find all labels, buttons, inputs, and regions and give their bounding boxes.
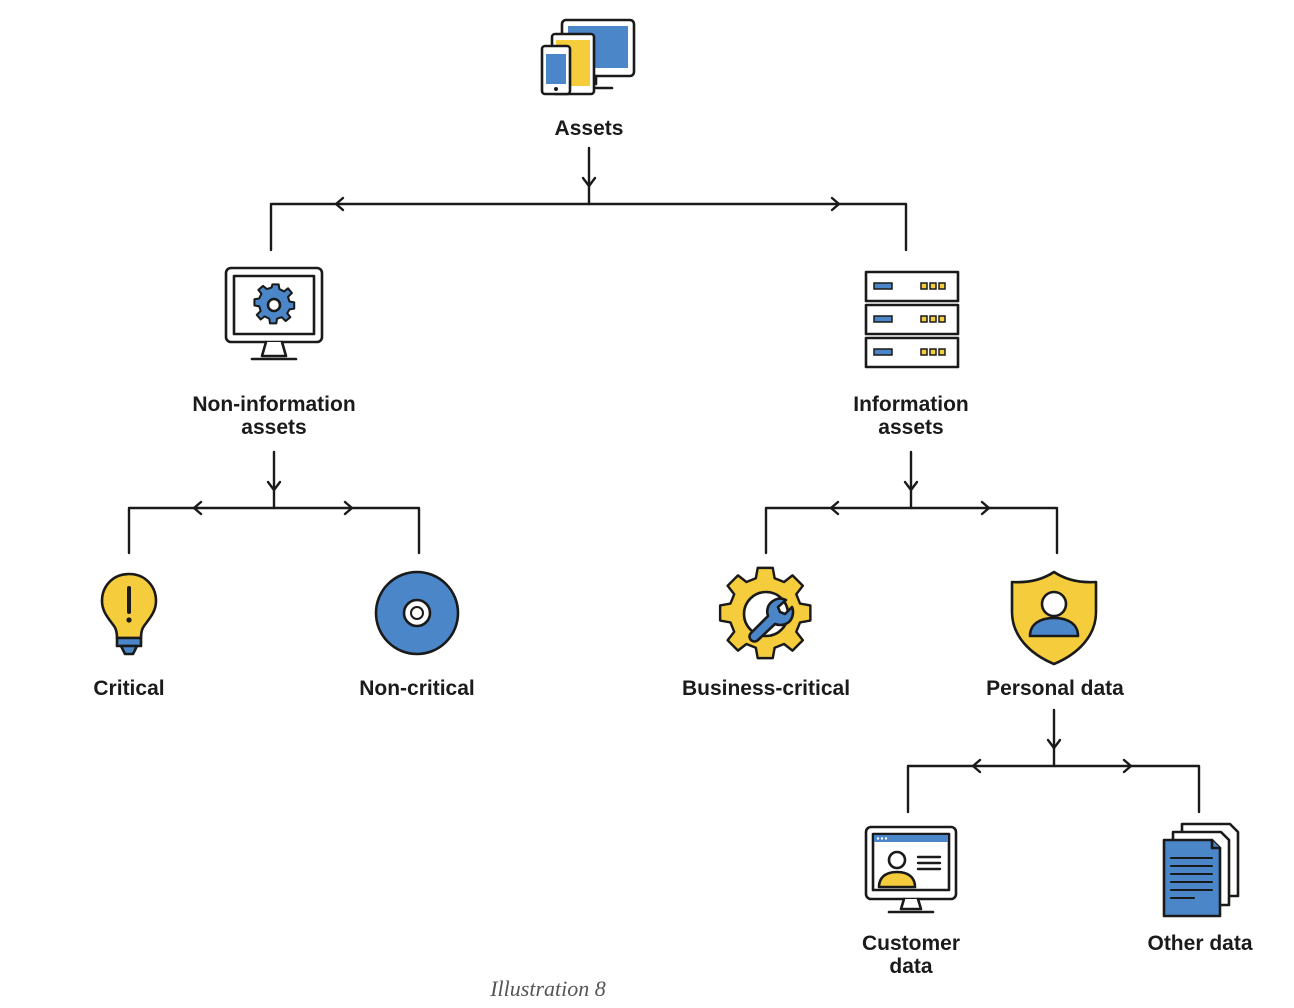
connector-personal-data	[906, 708, 1201, 814]
node-label-assets: Assets	[555, 117, 624, 140]
monitor-profile-icon	[864, 825, 958, 914]
document-stack-icon	[1162, 822, 1240, 918]
connector-assets	[269, 146, 908, 252]
gear-wrench-icon	[718, 566, 812, 660]
node-label-critical: Critical	[93, 677, 164, 700]
server-rack-icon	[864, 270, 960, 369]
node-label-personal-data: Personal data	[986, 677, 1124, 700]
disc-icon	[374, 570, 460, 656]
devices-icon	[540, 18, 636, 96]
node-label-business-critical: Business-critical	[682, 677, 850, 700]
node-label-non-critical: Non-critical	[359, 677, 475, 700]
figure-caption: Illustration 8	[489, 976, 606, 1001]
node-label-customer-data-line2: data	[889, 955, 933, 978]
monitor-gear-icon	[224, 266, 324, 361]
node-label-non-information-line2: assets	[241, 416, 306, 439]
node-label-customer-data-line1: Customer	[862, 932, 960, 955]
connector-information	[764, 450, 1059, 555]
node-label-other-data: Other data	[1147, 932, 1252, 955]
node-label-non-information-line1: Non-information	[192, 393, 355, 416]
lightbulb-warning-icon	[100, 572, 158, 656]
node-label-information-line2: assets	[878, 416, 943, 439]
connector-non-information	[127, 450, 421, 555]
node-label-information-line1: Information	[853, 393, 969, 416]
shield-user-icon	[1010, 570, 1098, 666]
